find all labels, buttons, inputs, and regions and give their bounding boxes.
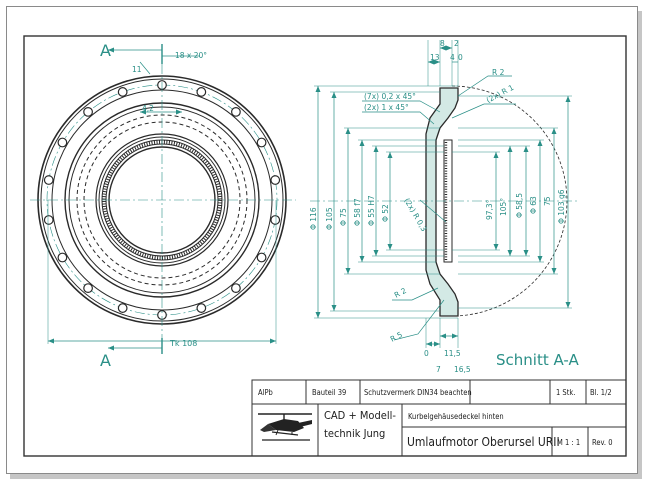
- radius-r2-bottom: R 2: [393, 286, 408, 300]
- title-block: [251, 379, 627, 457]
- section-label-a-top: A: [100, 41, 111, 60]
- bolt-hole: [117, 303, 128, 313]
- radius-2x-r1: (2x) R 1: [485, 83, 516, 105]
- angle-97-3: 97,3°: [485, 199, 494, 220]
- tb-material: AlPb: [258, 388, 273, 397]
- bolt-hole: [256, 137, 267, 148]
- tb-title: Umlaufmotor Oberursel URII: [407, 435, 560, 449]
- bolt-hole: [270, 215, 281, 225]
- bolt-hole: [57, 137, 68, 148]
- dim-top-0: 0: [458, 53, 463, 62]
- radius-r2-top: R 2: [492, 68, 505, 77]
- bolt-hole: [270, 175, 281, 185]
- dim-75-right: 75: [543, 196, 552, 206]
- helicopter-logo: [258, 413, 312, 441]
- dim-top-4: 4: [450, 53, 455, 62]
- dim-bottom-0: 0: [424, 349, 429, 358]
- tb-part-no: Bauteil 39: [312, 388, 347, 397]
- section-profile: [425, 87, 459, 317]
- tb-scale: M 1 : 1: [557, 438, 581, 447]
- dim-top-2: 2: [454, 39, 459, 48]
- radius-2x-r03: (2x) R 0,3: [402, 197, 428, 234]
- dim-bottom-7: 7: [436, 365, 441, 374]
- bolt-holes: [43, 80, 281, 320]
- tb-quantity: 1 Stk.: [556, 388, 576, 397]
- angle-dimension: 18 x 20°: [175, 51, 207, 60]
- tb-description: Kurbelgehäusedeckel hinten: [408, 412, 504, 421]
- bolt-hole: [256, 252, 267, 263]
- hole-dimension: 11: [132, 65, 142, 74]
- tb-sheet: Bl. 1/2: [590, 388, 612, 397]
- angle-105: 105°: [499, 198, 508, 216]
- dia-55h7: Φ 55 H7: [367, 195, 376, 226]
- section-label-a-bottom: A: [100, 351, 111, 370]
- bolt-hole: [231, 283, 241, 294]
- dim-top-13: 13: [430, 53, 440, 62]
- radius-r5: R 5: [389, 330, 404, 344]
- bolt-hole: [196, 303, 207, 313]
- schnitt-label: Schnitt A-A: [496, 351, 579, 369]
- tb-company-line2: technik Jung: [324, 427, 386, 440]
- dim-bottom-11-5: 11,5: [444, 349, 461, 358]
- bolt-hole: [43, 175, 54, 185]
- bolt-hole: [43, 215, 54, 225]
- offset-dimension: 4,2: [142, 104, 154, 113]
- tb-protection: Schutzvermerk DIN34 beachten: [364, 388, 472, 397]
- bolt-hole: [117, 87, 128, 97]
- tb-company-line1: CAD + Modell-: [324, 409, 396, 422]
- bolt-hole: [231, 106, 241, 117]
- dim-bottom-16-5: 16,5: [454, 365, 471, 374]
- dia-103g6: Φ 103 g6: [557, 189, 566, 224]
- dia-52: Φ 52: [381, 204, 390, 222]
- tb-revision: Rev. 0: [592, 438, 613, 447]
- bolt-hole: [83, 106, 93, 117]
- drawing-sheet: [6, 6, 638, 474]
- dia-63: Φ 63: [529, 196, 538, 214]
- bolt-hole: [57, 252, 68, 263]
- dia-58f7: Φ 58 f7: [353, 198, 362, 226]
- bolt-circle-dimension: Tk 108: [169, 339, 197, 348]
- bolt-hole: [83, 283, 93, 294]
- dim-top-8: 8: [440, 39, 445, 48]
- dia-75: Φ 75: [339, 208, 348, 226]
- dia-105: Φ 105: [325, 207, 334, 230]
- chamfer-2x: (2x) 1 x 45°: [364, 103, 409, 112]
- bolt-hole: [196, 87, 207, 97]
- dia-58-5: Φ 58,5: [515, 193, 524, 218]
- dia-116: Φ 116: [309, 207, 318, 230]
- section-view: [310, 40, 580, 348]
- front-view: [30, 44, 296, 354]
- chamfer-7x: (7x) 0,2 x 45°: [364, 92, 416, 101]
